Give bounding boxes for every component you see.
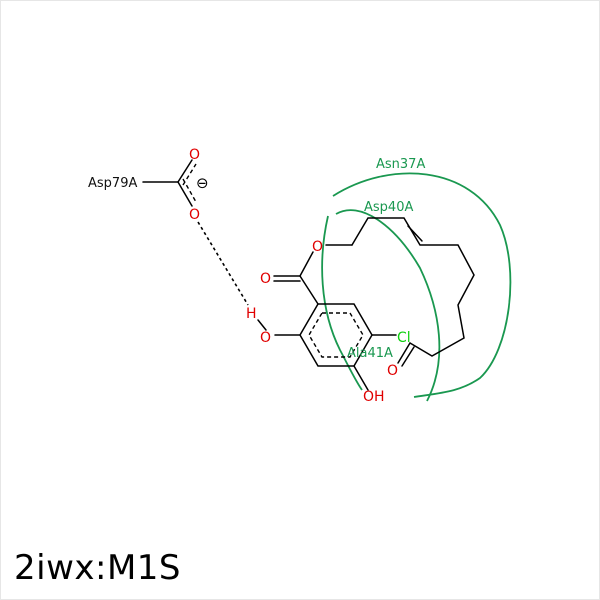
benzene-ring-aromatic xyxy=(308,312,364,358)
bond-c-o-bottom-dash xyxy=(182,178,197,203)
atom-o-hydroxyl: O xyxy=(260,330,271,346)
page-title: 2iwx:M1S xyxy=(14,548,182,588)
macrocycle-chain xyxy=(351,217,475,357)
bond-ketone-dbl xyxy=(401,346,415,367)
chain-double-bond xyxy=(407,225,423,242)
residue-label-ala41: Ala41A xyxy=(347,346,393,361)
hydrogen-bond xyxy=(197,221,249,306)
asp40-contact-arc xyxy=(335,209,441,402)
atom-o-carboxylate-bottom: O xyxy=(189,207,200,223)
bond-ring-carbonyl xyxy=(299,275,319,305)
residue-label-asp40: Asp40A xyxy=(364,200,413,215)
bond-ring-oh xyxy=(353,365,369,391)
asn37-contact-arc xyxy=(332,172,512,398)
bond-o-h xyxy=(257,319,267,331)
atom-cl: Cl xyxy=(397,330,411,346)
atom-o-ketone: O xyxy=(387,363,398,379)
atom-h-hydroxyl: H xyxy=(246,306,257,322)
bond-c-o-bottom xyxy=(177,181,193,207)
charge-minus-icon: ⊖ xyxy=(196,174,209,192)
bond-c-o-top xyxy=(177,159,193,183)
atom-o-carboxylate-top: O xyxy=(189,147,200,163)
residue-label-asp79: Asp79A xyxy=(88,176,137,191)
residue-label-asn37: Asn37A xyxy=(376,157,425,172)
atom-o-carbonyl: O xyxy=(260,271,271,287)
bond-carbonyl-ester-o xyxy=(299,251,314,277)
ala41-contact-arc xyxy=(321,215,363,391)
atom-o-ester: O xyxy=(312,239,323,255)
atom-oh-phenol: OH xyxy=(363,389,385,405)
bond-ketone xyxy=(397,342,411,364)
